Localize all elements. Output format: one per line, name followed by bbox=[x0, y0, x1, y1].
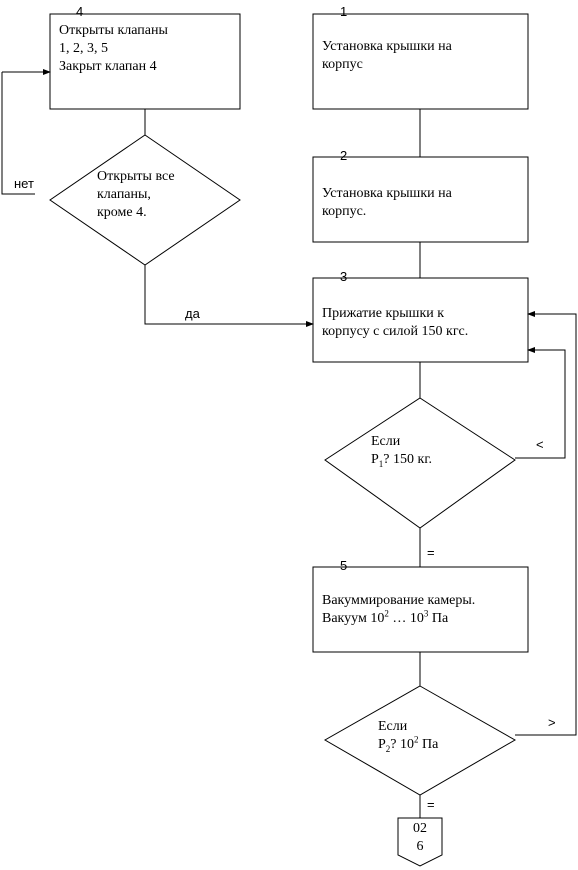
block-1-line2: корпус bbox=[322, 57, 363, 72]
connector-line1: 02 bbox=[413, 821, 427, 836]
block-3-line2: корпусу с силой 150 кгс. bbox=[322, 324, 469, 339]
label-no: нет bbox=[14, 176, 34, 191]
label-equals-1: = bbox=[427, 545, 435, 560]
block-3-number: 3 bbox=[340, 269, 348, 284]
connector-line2: 6 bbox=[416, 839, 424, 854]
block-2-text: Установка крышки на корпус. bbox=[322, 185, 526, 221]
decision-valves-text: Открыты все клапаны, кроме 4. bbox=[97, 168, 207, 222]
decision-p1-line1: Если bbox=[371, 434, 401, 449]
block-3-line1: Прижатие крышки к bbox=[322, 306, 445, 321]
block-5-line2: Вакуум 102 … 103 Па bbox=[322, 608, 449, 626]
block-2-line1: Установка крышки на bbox=[322, 186, 452, 201]
block-4-number: 4 bbox=[76, 4, 84, 19]
label-greater-than: > bbox=[548, 715, 556, 730]
label-yes: да bbox=[185, 306, 200, 321]
decision-valves-line3: кроме 4. bbox=[97, 205, 147, 220]
decision-p1-text: Если P1? 150 кг. bbox=[371, 433, 481, 469]
block-4-line1: Открыты клапаны bbox=[59, 23, 168, 38]
decision-p1-line2: P1? 150 кг. bbox=[371, 452, 432, 469]
offpage-connector-shape bbox=[397, 817, 443, 867]
block-5-text: Вакуммирование камеры. Вакуум 102 … 103 … bbox=[322, 592, 526, 628]
block-5-number: 5 bbox=[340, 558, 348, 573]
decision-p2-text: Если P2? 102 Па bbox=[378, 718, 488, 754]
block-1-line1: Установка крышки на bbox=[322, 39, 452, 54]
decision-p2-line2: P2? 102 Па bbox=[378, 734, 439, 754]
decision-valves-line1: Открыты все bbox=[97, 169, 175, 184]
block-4-line3: Закрыт клапан 4 bbox=[59, 59, 157, 74]
block-2-number: 2 bbox=[340, 148, 348, 163]
connector-text: 02 6 bbox=[398, 820, 442, 856]
block-3-text: Прижатие крышки к корпусу с силой 150 кг… bbox=[322, 305, 526, 341]
block-4-line2: 1, 2, 3, 5 bbox=[59, 41, 108, 56]
block-1-text: Установка крышки на корпус bbox=[322, 38, 526, 74]
block-5-line1: Вакуммирование камеры. bbox=[322, 593, 476, 608]
block-2-line2: корпус. bbox=[322, 204, 367, 219]
block-1-number: 1 bbox=[340, 4, 348, 19]
label-equals-2: = bbox=[427, 797, 435, 812]
label-less-than: < bbox=[536, 437, 544, 452]
block-4-text: Открыты клапаны 1, 2, 3, 5 Закрыт клапан… bbox=[59, 22, 237, 76]
decision-valves-line2: клапаны, bbox=[97, 187, 151, 202]
decision-p2-line1: Если bbox=[378, 719, 408, 734]
